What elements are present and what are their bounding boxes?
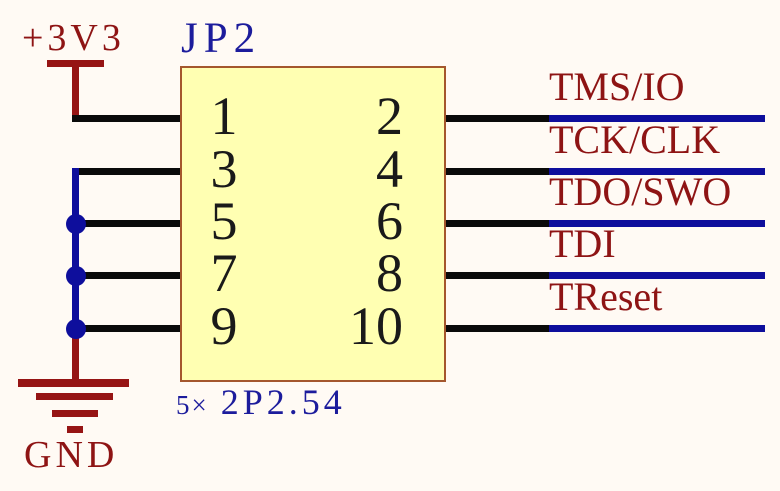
- connector-body: [180, 66, 446, 382]
- wire-pin4: [446, 168, 549, 175]
- pin-number-5: 5: [210, 191, 238, 251]
- signal-label-tck: TCK/CLK: [549, 117, 721, 162]
- ground-symbol-bar4-icon: [67, 426, 83, 433]
- ground-symbol-stem: [72, 325, 79, 381]
- ground-symbol-bar1-icon: [18, 379, 129, 387]
- pin-number-1: 1: [210, 86, 238, 146]
- ground-net-label: GND: [24, 434, 119, 476]
- pin-number-2: 2: [376, 86, 403, 146]
- ground-symbol-bar2-icon: [36, 393, 113, 400]
- wire-pin8: [446, 272, 549, 279]
- wire-pin9: [75, 325, 180, 332]
- net-line-tck: [549, 168, 765, 175]
- wire-pin2: [446, 115, 549, 122]
- pin-number-9: 9: [210, 296, 238, 356]
- junction-dot-pin9: [66, 319, 86, 339]
- wire-pin1: [72, 115, 180, 122]
- connector-type-value: 2P2.54: [220, 382, 346, 422]
- pin-number-3: 3: [210, 139, 238, 199]
- connector-type-label: 5× 2P2.54: [176, 384, 346, 423]
- signal-label-tdi: TDI: [549, 221, 616, 266]
- pin-number-4: 4: [376, 139, 403, 199]
- pin-number-6: 6: [376, 191, 403, 251]
- junction-dot-pin7: [66, 266, 86, 286]
- wire-pin10: [446, 325, 549, 332]
- net-line-tdo: [549, 220, 765, 227]
- signal-label-treset: TReset: [549, 274, 663, 319]
- connector-designator: JP2: [181, 15, 262, 62]
- net-line-treset: [549, 325, 765, 332]
- ground-bus-wire: [72, 168, 79, 333]
- ground-symbol-bar3-icon: [52, 410, 98, 417]
- junction-dot-pin5: [66, 214, 86, 234]
- net-line-tdi: [549, 272, 765, 279]
- power-symbol-stem: [72, 63, 79, 119]
- pin-number-10: 10: [349, 296, 403, 356]
- wire-pin6: [446, 220, 549, 227]
- connector-type-prefix: 5×: [176, 390, 209, 420]
- signal-label-tms: TMS/IO: [549, 64, 685, 109]
- power-net-label: +3V3: [22, 17, 125, 59]
- wire-pin5: [75, 220, 180, 227]
- wire-pin7: [75, 272, 180, 279]
- net-line-tms: [549, 115, 765, 122]
- signal-label-tdo: TDO/SWO: [549, 169, 732, 214]
- pin-number-8: 8: [376, 243, 403, 303]
- pin-number-7: 7: [210, 243, 238, 303]
- wire-pin3: [75, 168, 180, 175]
